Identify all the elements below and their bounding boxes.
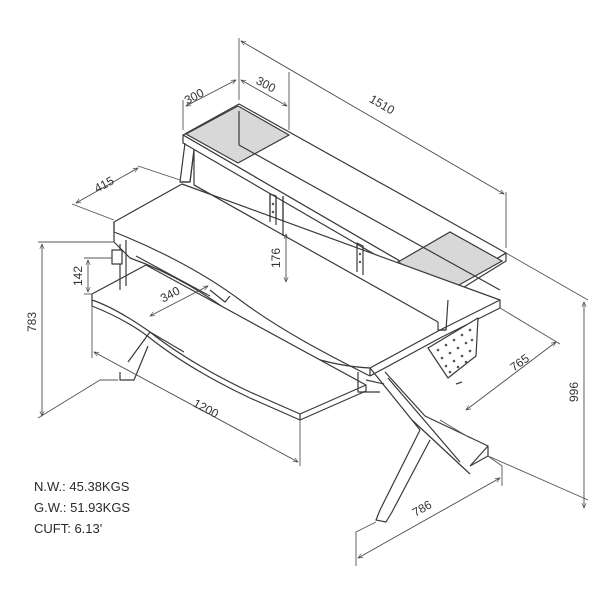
- dimension-lines: [37, 38, 589, 566]
- dim-tray-width: 1200: [191, 396, 221, 421]
- dim-right-depth: 765: [507, 351, 532, 374]
- gross-weight: G.W.: 51.93KGS: [34, 500, 131, 515]
- dim-frame-depth: 786: [410, 497, 435, 519]
- cubic-feet: CUFT: 6.13': [34, 521, 103, 536]
- net-weight: N.W.: 45.38KGS: [34, 479, 130, 494]
- dim-shelf-height: 176: [269, 248, 283, 268]
- dim-shelf-left: 300: [182, 85, 207, 107]
- dim-total-width: 1510: [367, 92, 397, 118]
- dim-height-left: 783: [25, 312, 39, 332]
- dim-total-height: 996: [567, 382, 581, 402]
- dim-shelf-right: 300: [254, 74, 279, 96]
- panel-holes: [436, 328, 474, 374]
- spec-block: N.W.: 45.38KGS G.W.: 51.93KGS CUFT: 6.13…: [34, 476, 194, 539]
- dim-tray-gap: 142: [71, 266, 85, 286]
